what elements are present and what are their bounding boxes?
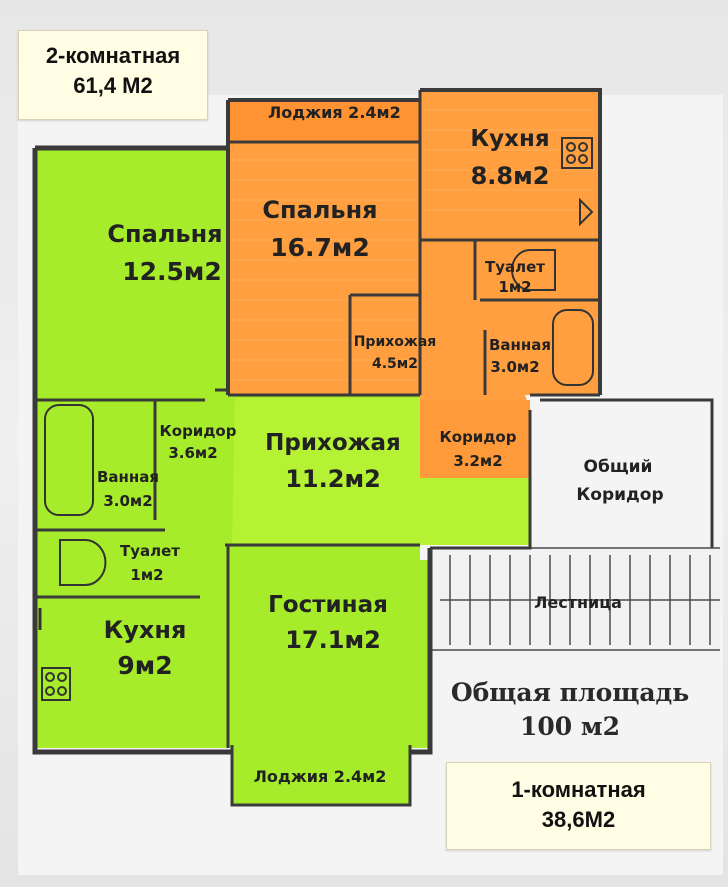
hallway-1-area: 4.5м2 [372, 356, 418, 372]
toilet-green-icon [59, 539, 107, 586]
stove-green-icon [41, 667, 71, 701]
bedroom-2-area: 12.5м2 [122, 257, 222, 286]
loggia-bottom-label: Лоджия 2.4м2 [254, 767, 387, 786]
apartment-1-type: 1-комнатная [511, 777, 646, 802]
total-area: Общая площадь 100 м2 [440, 676, 700, 744]
apartment-2-room [35, 150, 530, 805]
apartment-1-info-box: 1-комнатная 38,6М2 [446, 762, 711, 850]
apartment-2-type: 2-комнатная [45, 43, 181, 68]
living-room-area: 17.1м2 [285, 626, 381, 654]
toilet-2-title: Туалет [120, 542, 180, 560]
hallway-2-area: 11.2м2 [285, 465, 381, 493]
bathtub-orange-icon [552, 309, 594, 386]
loggia-top-label: Лоджия 2.4м2 [268, 103, 401, 122]
bath-2-area: 3.0м2 [103, 492, 152, 510]
toilet-1-title: Туалет [485, 258, 545, 276]
sink-icon [579, 197, 594, 227]
hallway-2-title: Прихожая [265, 430, 401, 456]
bath-1-area: 3.0м2 [490, 358, 539, 376]
bathtub-green-icon [44, 404, 94, 516]
apartment-2-info-box: 2-комнатная 61,4 М2 [18, 30, 208, 120]
hall-fill [232, 398, 530, 545]
bedroom-1-title: Спальня [262, 196, 377, 224]
corridor-small-fill [420, 400, 530, 478]
hallway-1-title: Прихожая [354, 334, 437, 350]
kitchen-2-area: 9м2 [117, 651, 172, 680]
common-corridor-title: Общий [584, 457, 653, 477]
apartment-1-room [228, 90, 598, 478]
room-labels: Лоджия 2.4м2 Кухня 8.8м2 Спальня 16.7м2 … [97, 103, 664, 786]
bath-2-title: Ванная [97, 468, 159, 486]
toilet-orange-icon [511, 249, 556, 291]
staircase [430, 545, 720, 655]
corridor-1-title: Коридор [440, 428, 517, 446]
apartment-2-area: 61,4 М2 [73, 73, 153, 98]
toilet-1-area: 1м2 [498, 278, 531, 296]
orange-texture [232, 109, 595, 381]
bedroom-1-area: 16.7м2 [270, 233, 370, 262]
total-area-title: Общая площадь [450, 678, 690, 707]
apartment-1-fill [228, 90, 598, 478]
common-corridor-title-2: Коридор [576, 485, 663, 505]
fixtures [38, 137, 594, 701]
stove-orange-icon [561, 137, 593, 169]
loggia-top-fill [228, 100, 420, 142]
stairs-title: Лестница [534, 593, 622, 612]
kitchen-1-title: Кухня [470, 126, 549, 152]
corridor-1-area: 3.2м2 [453, 452, 502, 470]
kitchen-2-title: Кухня [104, 616, 187, 644]
corridor-2-title: Коридор [160, 422, 237, 440]
walls [32, 88, 714, 807]
kitchen-1-area: 8.8м2 [471, 162, 550, 190]
toilet-2-area: 1м2 [130, 566, 163, 584]
bedroom-2-title: Спальня [107, 220, 222, 248]
living-room-title: Гостиная [268, 592, 388, 618]
apartment-1-area: 38,6М2 [541, 807, 616, 832]
corridor-2-area: 3.6м2 [168, 444, 217, 462]
total-area-value: 100 м2 [520, 712, 620, 741]
bath-1-title: Ванная [489, 336, 551, 354]
